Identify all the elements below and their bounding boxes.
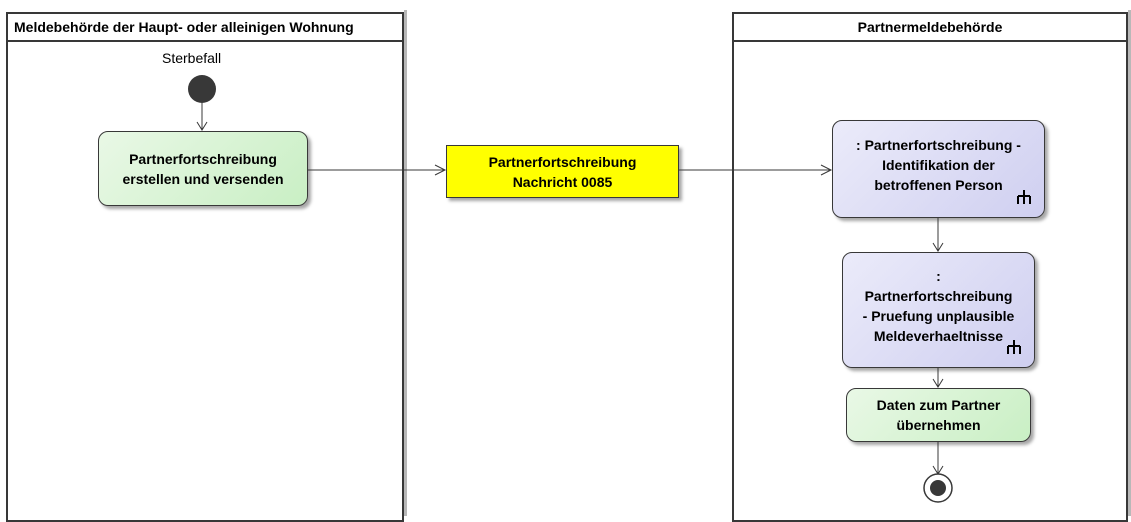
rake-icon [1007, 340, 1021, 354]
activity-adopt-partner-data-label: Daten zum Partner übernehmen [876, 397, 1001, 433]
swimlane-right-header: Partnermeldebehörde [734, 14, 1126, 42]
activity-create-and-send[interactable]: Partnerfortschreibung erstellen und vers… [98, 131, 308, 206]
activity-identification[interactable]: : Partnerfortschreibung - Identifikation… [832, 120, 1045, 218]
activity-plausibility-check[interactable]: : Partnerfortschreibung - Pruefung unpla… [842, 252, 1035, 368]
activity-create-and-send-label: Partnerfortschreibung erstellen und vers… [122, 150, 284, 187]
activity-adopt-partner-data[interactable]: Daten zum Partner übernehmen [846, 388, 1031, 442]
activity-plausibility-check-label: : Partnerfortschreibung - Pruefung unpla… [862, 268, 1015, 344]
swimlane-right-title: Partnermeldebehörde [857, 19, 1003, 35]
start-label: Sterbefall [162, 50, 222, 66]
swimlane-left-title: Meldebehörde der Haupt- oder alleinigen … [14, 19, 354, 35]
swimlane-left-header: Meldebehörde der Haupt- oder alleinigen … [8, 14, 402, 42]
object-message-0085-label: Partnerfortschreibung Nachricht 0085 [488, 153, 637, 190]
object-message-0085[interactable]: Partnerfortschreibung Nachricht 0085 [446, 145, 679, 198]
rake-icon [1017, 190, 1031, 204]
activity-identification-label: : Partnerfortschreibung - Identifikation… [856, 137, 1021, 193]
swimlane-left: Meldebehörde der Haupt- oder alleinigen … [6, 12, 404, 522]
